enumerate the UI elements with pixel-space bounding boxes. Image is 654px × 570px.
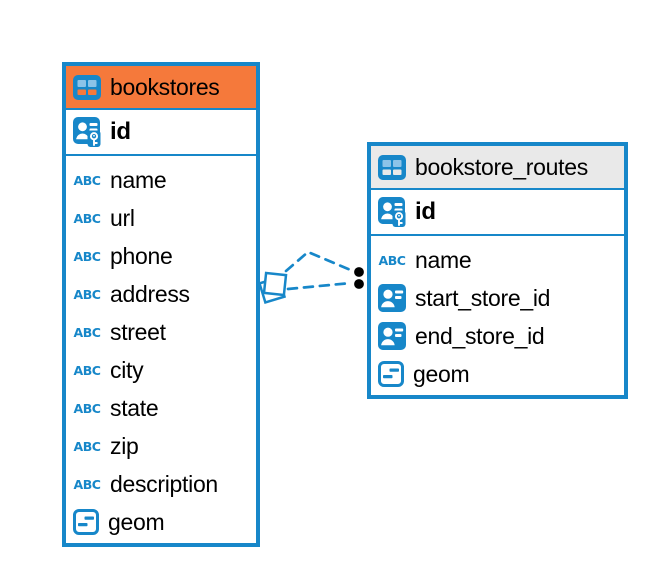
text-type-icon: ABC bbox=[73, 324, 101, 340]
column-name: url bbox=[110, 204, 135, 231]
column-name: start_store_id bbox=[415, 284, 551, 311]
column-row[interactable]: start_store_id bbox=[378, 279, 617, 317]
column-name: id bbox=[110, 118, 131, 145]
text-type-icon: ABC bbox=[73, 362, 101, 378]
column-name: name bbox=[415, 246, 472, 273]
user-key-icon bbox=[73, 117, 101, 147]
user-key-icon bbox=[378, 197, 406, 227]
column-row-id[interactable]: id bbox=[66, 110, 256, 156]
table-title: bookstore_routes bbox=[415, 153, 588, 180]
text-type-icon: ABC bbox=[73, 438, 101, 454]
column-row[interactable]: ABC description bbox=[73, 465, 249, 503]
column-name: phone bbox=[110, 242, 173, 269]
text-type-icon: ABC bbox=[73, 248, 101, 264]
column-name: description bbox=[110, 470, 218, 497]
table-bookstore-routes-header[interactable]: bookstore_routes bbox=[371, 146, 624, 190]
column-list: ABC name ABC url ABC phone ABC address A… bbox=[66, 156, 256, 543]
relationship-line-end-store[interactable] bbox=[286, 281, 353, 291]
column-row[interactable]: ABC name bbox=[73, 161, 249, 199]
reference-type-icon bbox=[378, 284, 406, 312]
column-name: geom bbox=[413, 360, 470, 387]
column-row[interactable]: geom bbox=[378, 355, 617, 393]
text-type-icon: ABC bbox=[73, 210, 101, 226]
geometry-type-icon bbox=[73, 509, 99, 535]
relationship-source-marker[interactable] bbox=[257, 271, 288, 305]
column-name: street bbox=[110, 318, 166, 345]
column-row[interactable]: ABC zip bbox=[73, 427, 249, 465]
column-name: id bbox=[415, 198, 436, 225]
column-row[interactable]: ABC address bbox=[73, 275, 249, 313]
column-row-id[interactable]: id bbox=[371, 190, 624, 236]
table-icon bbox=[378, 154, 406, 180]
text-type-icon: ABC bbox=[73, 172, 101, 188]
column-name: address bbox=[110, 280, 190, 307]
column-row[interactable]: ABC street bbox=[73, 313, 249, 351]
column-row[interactable]: geom bbox=[73, 503, 249, 541]
geometry-type-icon bbox=[378, 361, 404, 387]
column-row[interactable]: ABC city bbox=[73, 351, 249, 389]
reference-type-icon bbox=[378, 322, 406, 350]
column-name: name bbox=[110, 166, 167, 193]
column-name: end_store_id bbox=[415, 322, 545, 349]
table-bookstores-header[interactable]: bookstores bbox=[66, 66, 256, 110]
column-row[interactable]: ABC url bbox=[73, 199, 249, 237]
text-type-icon: ABC bbox=[73, 286, 101, 302]
column-row[interactable]: ABC phone bbox=[73, 237, 249, 275]
text-type-icon: ABC bbox=[73, 400, 101, 416]
table-title: bookstores bbox=[110, 73, 220, 100]
column-row[interactable]: ABC name bbox=[378, 241, 617, 279]
column-list: ABC name start_store_id end_store_id ge bbox=[371, 236, 624, 395]
column-name: zip bbox=[110, 432, 139, 459]
column-name: geom bbox=[108, 508, 165, 535]
relationship-target-marker[interactable] bbox=[352, 265, 366, 291]
column-row[interactable]: ABC state bbox=[73, 389, 249, 427]
column-name: city bbox=[110, 356, 144, 383]
text-type-icon: ABC bbox=[378, 252, 406, 268]
table-bookstore-routes[interactable]: bookstore_routes id ABC name start_store… bbox=[367, 142, 628, 399]
column-row[interactable]: end_store_id bbox=[378, 317, 617, 355]
text-type-icon: ABC bbox=[73, 476, 101, 492]
table-bookstores[interactable]: bookstores id ABC name ABC url ABC phone… bbox=[62, 62, 260, 547]
column-name: state bbox=[110, 394, 159, 421]
relationship-line-start-store[interactable] bbox=[284, 250, 355, 273]
table-icon bbox=[73, 74, 101, 100]
